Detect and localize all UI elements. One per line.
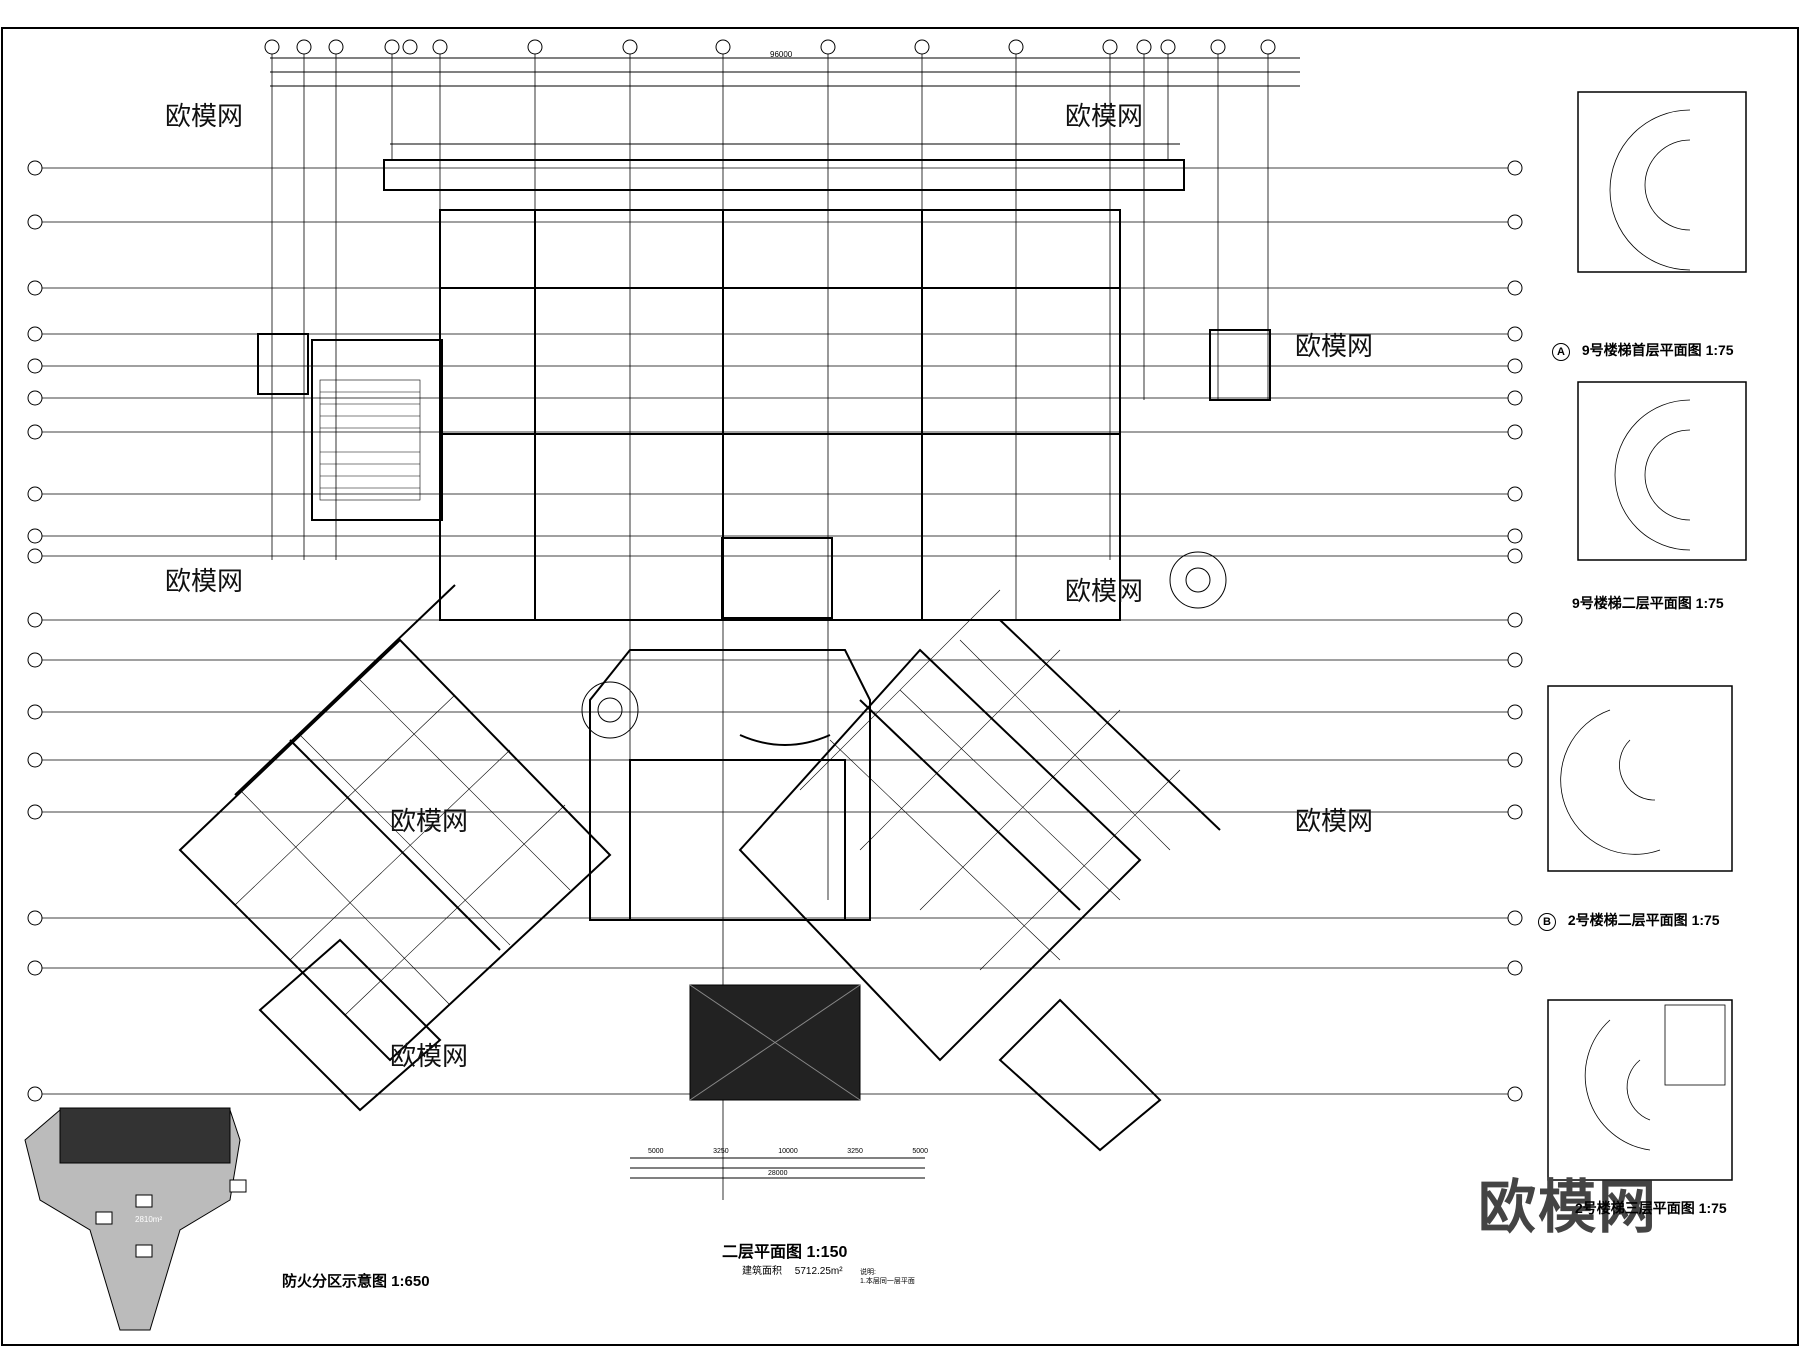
svg-text:欧模网: 欧模网: [165, 101, 243, 131]
seating-hatch: [319, 379, 421, 501]
note-line: 说明:: [860, 1269, 876, 1276]
stair-detail-4-title: 2号楼梯三层平面图 1:75: [1575, 1200, 1727, 1216]
area-value: 5712.25m²: [794, 1266, 843, 1277]
stair-marker: A: [1552, 343, 1570, 361]
svg-text:欧模网: 欧模网: [390, 806, 468, 836]
right-wing-grid: [799, 589, 1181, 971]
svg-text:欧模网: 欧模网: [165, 566, 243, 596]
stair-marker: B: [1538, 913, 1556, 931]
stair-detail-2-title: 9号楼梯二层平面图 1:75: [1572, 595, 1724, 611]
horizontal-axes: [40, 167, 1520, 1095]
fire-zone-area: 2810m²: [135, 1215, 163, 1224]
central-block: [589, 649, 871, 921]
svg-text:欧模网: 欧模网: [1295, 331, 1373, 361]
watermarks: 欧模网欧模网 欧模网欧模网 欧模网欧模网 欧模网欧模网: [165, 101, 1373, 1071]
stair-detail-1-title: A 9号楼梯首层平面图 1:75: [1552, 340, 1734, 361]
main-plan-title: 二层平面图 1:150: [722, 1244, 848, 1261]
svg-text:欧模网: 欧模网: [1295, 806, 1373, 836]
sheet-border: [1, 27, 1799, 1346]
watermark-logo: 欧模网: [1478, 1175, 1659, 1240]
area-label: 建筑面积: [742, 1266, 782, 1277]
bottom-dim: 3250: [713, 1148, 729, 1155]
stair-detail-spirals: [1560, 109, 1726, 1151]
note-line: 1.本层同一层平面: [860, 1278, 915, 1285]
side-axis-bubbles: [27, 160, 1523, 1102]
bottom-dim: 3250: [847, 1148, 863, 1155]
roof-block: [689, 984, 861, 1101]
stair-detail-frames: [1547, 91, 1747, 1181]
top-dimensions: [270, 57, 1300, 145]
bottom-dim: 10000: [778, 1148, 798, 1155]
svg-text:欧模网: 欧模网: [1065, 576, 1143, 606]
overall-dimension: 96000: [770, 50, 793, 59]
svg-text:欧模网: 欧模网: [390, 1041, 468, 1071]
left-wing: [178, 584, 612, 1112]
fire-zone-title: 防火分区示意图 1:650: [282, 1273, 430, 1290]
top-axis-bubbles: [264, 39, 1276, 55]
stair-title-text: 9号楼梯首层平面图 1:75: [1581, 342, 1734, 358]
stair-title-text: 2号楼梯二层平面图 1:75: [1567, 912, 1720, 928]
bottom-dim-row: 5000 3250 10000 3250 5000: [648, 1148, 928, 1155]
right-wing: [738, 619, 1221, 1152]
left-wing-grid: [234, 679, 571, 1016]
svg-text:欧模网: 欧模网: [1065, 101, 1143, 131]
upper-block-walls: [257, 159, 1271, 621]
bottom-dim-total: 28000: [768, 1170, 788, 1177]
bottom-dim: 5000: [648, 1148, 664, 1155]
stair-detail-3-title: B 2号楼梯二层平面图 1:75: [1538, 910, 1720, 931]
bottom-dim: 5000: [912, 1148, 928, 1155]
area-row: 建筑面积 5712.25m²: [742, 1262, 843, 1277]
bottom-dimensions: [630, 1157, 925, 1179]
main-spiral-stairs: [581, 551, 1227, 739]
notes: 说明: 1.本层同一层平面: [860, 1268, 915, 1286]
fire-zone-diagram: [24, 1107, 247, 1331]
